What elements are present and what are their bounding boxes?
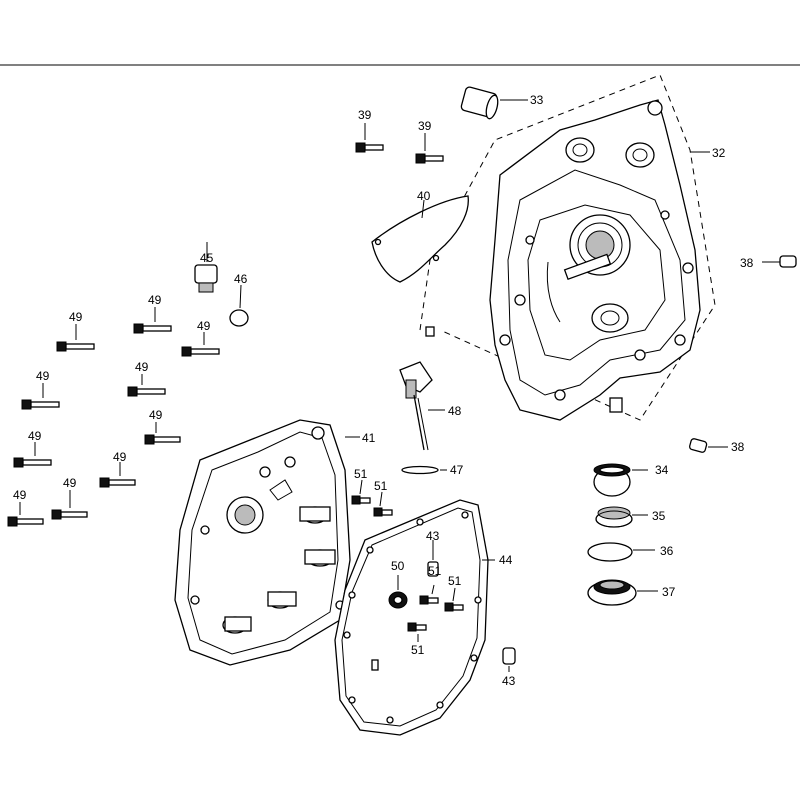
label-49-4: 49 xyxy=(36,369,50,383)
dipstick-48 xyxy=(399,361,445,451)
label-41: 41 xyxy=(362,431,376,445)
label-49-7: 49 xyxy=(28,429,42,443)
label-51-d: 51 xyxy=(448,574,462,588)
label-43-lower: 43 xyxy=(502,674,516,688)
bolt-49-4 xyxy=(21,383,60,410)
label-46: 46 xyxy=(234,272,248,286)
label-34: 34 xyxy=(655,463,669,477)
label-50: 50 xyxy=(391,559,405,573)
label-39-left: 39 xyxy=(358,108,372,122)
label-37: 37 xyxy=(662,585,676,599)
bolt-49-7 xyxy=(13,442,52,468)
label-45: 45 xyxy=(200,251,214,265)
bolt-49-8 xyxy=(99,462,136,488)
label-38-top: 38 xyxy=(740,256,754,270)
label-40: 40 xyxy=(417,189,431,203)
plug-45 xyxy=(194,242,218,293)
spring-35 xyxy=(595,506,648,528)
screw-51-b xyxy=(373,491,393,517)
o-ring-47 xyxy=(401,465,447,475)
label-51-e: 51 xyxy=(411,643,425,657)
oil-seal-50 xyxy=(388,575,408,609)
crankcase-half xyxy=(419,74,716,421)
label-47: 47 xyxy=(450,463,464,477)
label-49-6: 49 xyxy=(149,408,163,422)
bolt-49-1 xyxy=(56,324,95,352)
dowel-38-bottom xyxy=(689,438,728,453)
bolt-39-right xyxy=(415,133,444,164)
label-38-bottom: 38 xyxy=(731,440,745,454)
cover-gasket xyxy=(334,499,495,736)
bolt-39-left xyxy=(355,123,384,153)
screw-51-e xyxy=(407,622,427,642)
bolt-49-10 xyxy=(51,490,88,520)
screw-51-a xyxy=(351,479,371,505)
label-33: 33 xyxy=(530,93,544,107)
label-49-5: 49 xyxy=(135,360,149,374)
callout-labels: 33 32 39 39 40 38 38 45 46 48 47 41 44 4… xyxy=(13,93,754,688)
o-ring-46 xyxy=(229,284,249,327)
bolt-49-5 xyxy=(127,374,166,397)
bolt-49-3 xyxy=(181,332,220,357)
bolt-49-6 xyxy=(144,422,181,445)
bushing-33 xyxy=(460,86,528,120)
label-48: 48 xyxy=(448,404,462,418)
label-32: 32 xyxy=(712,146,726,160)
bolt-49-9 xyxy=(7,502,44,527)
label-49-1: 49 xyxy=(69,310,83,324)
dowel-43-upper xyxy=(427,540,439,577)
label-51-b: 51 xyxy=(374,479,388,493)
cap-34 xyxy=(593,463,648,497)
label-49-3: 49 xyxy=(197,319,211,333)
label-49-9: 49 xyxy=(13,488,27,502)
screw-51-d xyxy=(444,587,464,612)
dowel-43-lower xyxy=(502,647,516,672)
o-ring-36 xyxy=(587,542,655,562)
crankcase-cover xyxy=(174,419,360,666)
label-49-8: 49 xyxy=(113,450,127,464)
label-49-2: 49 xyxy=(148,293,162,307)
dowel-38-top xyxy=(762,255,797,268)
screw-51-c xyxy=(419,584,439,605)
plug-37 xyxy=(587,579,658,606)
gasket-40 xyxy=(371,195,469,283)
label-51-c: 51 xyxy=(428,564,442,578)
label-43-upper: 43 xyxy=(426,529,440,543)
label-44: 44 xyxy=(499,553,513,567)
label-39-right: 39 xyxy=(418,119,432,133)
label-49-10: 49 xyxy=(63,476,77,490)
label-35: 35 xyxy=(652,509,666,523)
label-36: 36 xyxy=(660,544,674,558)
label-51-a: 51 xyxy=(354,467,368,481)
bolt-49-2 xyxy=(133,307,172,334)
